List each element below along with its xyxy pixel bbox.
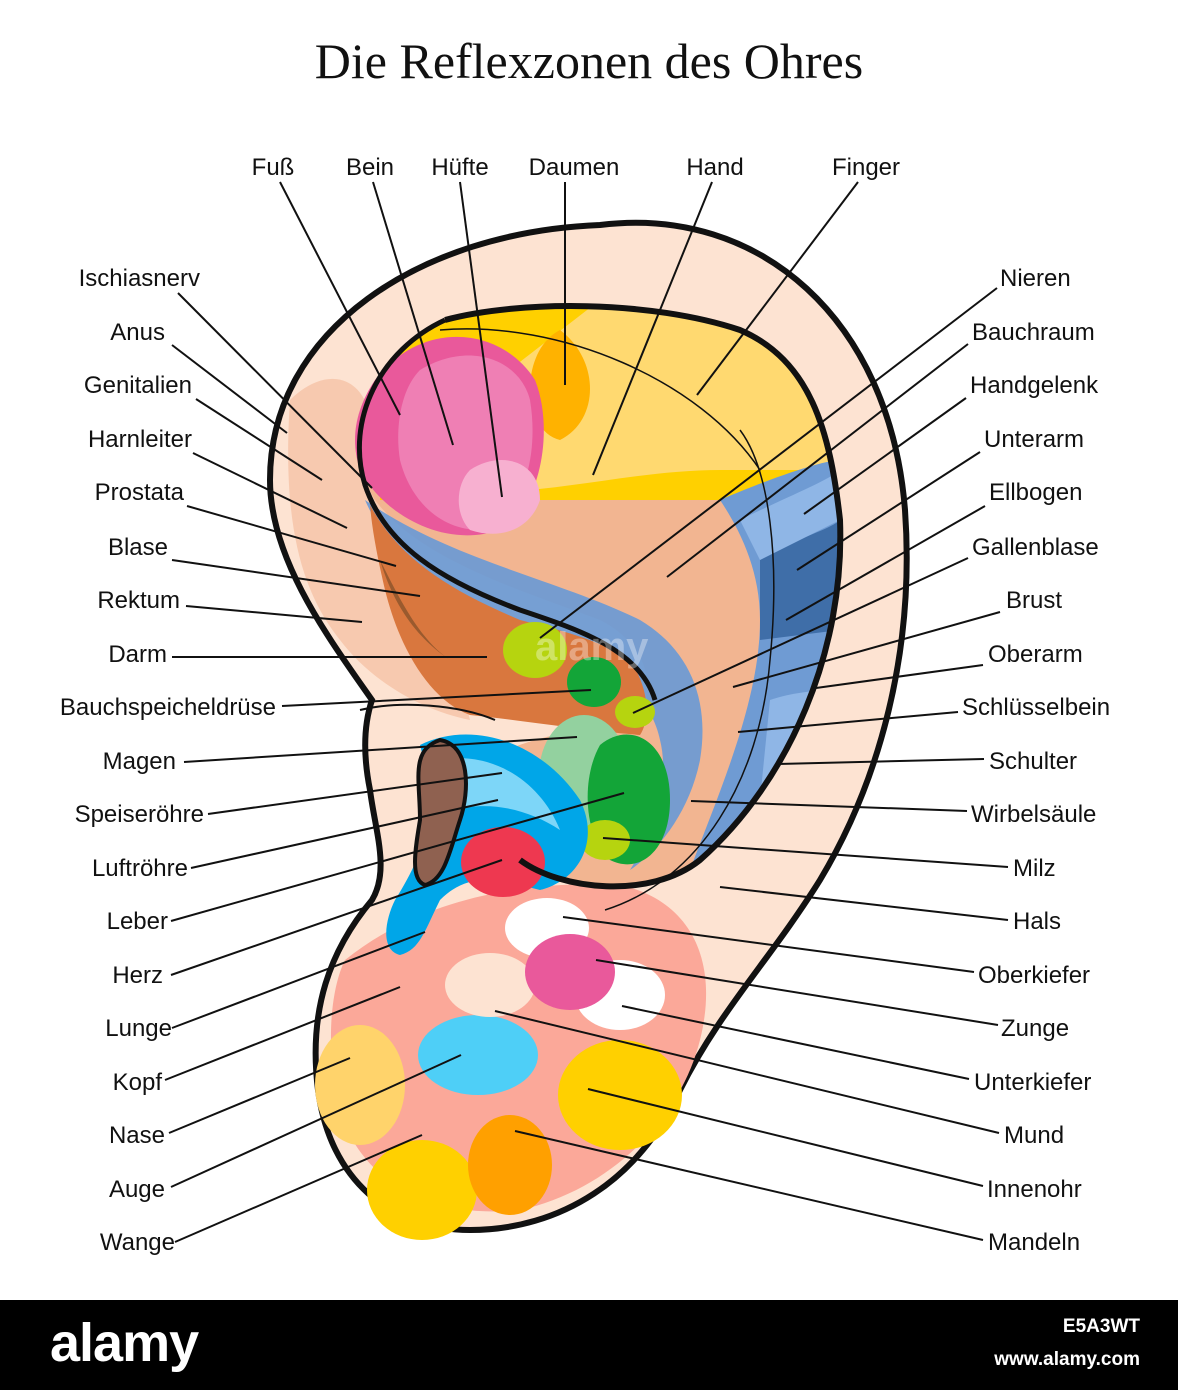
watermark: alamy	[535, 625, 649, 669]
label-ellbogen: Ellbogen	[989, 479, 1082, 506]
leader-lines	[164, 181, 1009, 1243]
label-fuss: Fuß	[252, 154, 295, 181]
label-wange: Wange	[100, 1229, 175, 1256]
label-anus: Anus	[110, 319, 165, 346]
credit-url[interactable]: www.alamy.com	[994, 1349, 1140, 1370]
label-finger: Finger	[832, 154, 900, 181]
label-genitalien: Genitalien	[84, 372, 192, 399]
label-mund: Mund	[1004, 1122, 1064, 1149]
label-brust: Brust	[1006, 587, 1062, 614]
page-title: Die Reflexzonen des Ohres	[315, 33, 863, 89]
label-kopf: Kopf	[113, 1069, 163, 1096]
label-blase: Blase	[108, 534, 168, 561]
label-gallenblase: Gallenblase	[972, 534, 1099, 561]
ear-diagram-svg: Die Reflexzonen des Ohres	[60, 33, 1110, 1256]
label-huefte: Hüfte	[431, 154, 488, 181]
antihelix-inner-line	[604, 429, 775, 911]
label-prostata: Prostata	[95, 479, 185, 506]
right-labels: Nieren Bauchraum Handgelenk Unterarm Ell…	[962, 265, 1110, 1256]
label-mandeln: Mandeln	[988, 1229, 1080, 1256]
label-harnleiter: Harnleiter	[88, 426, 192, 453]
label-bein: Bein	[346, 154, 394, 181]
label-zunge: Zunge	[1001, 1015, 1069, 1042]
label-herz: Herz	[112, 962, 163, 989]
label-auge: Auge	[109, 1176, 165, 1203]
label-oberkiefer: Oberkiefer	[978, 962, 1090, 989]
left-labels: Ischiasnerv Anus Genitalien Harnleiter P…	[60, 265, 276, 1256]
antihelix-outline	[444, 303, 844, 890]
image-id: E5A3WT	[1062, 1316, 1140, 1337]
label-lunge: Lunge	[105, 1015, 172, 1042]
label-hand: Hand	[686, 154, 743, 181]
label-innenohr: Innenohr	[987, 1176, 1082, 1203]
helix-inner-line	[439, 328, 761, 471]
label-luftroehre: Luftröhre	[92, 855, 188, 882]
label-schulter: Schulter	[989, 748, 1077, 775]
tragus-notch	[359, 703, 496, 721]
label-oberarm: Oberarm	[988, 641, 1083, 668]
label-darm: Darm	[108, 641, 167, 668]
label-rektum: Rektum	[97, 587, 180, 614]
label-nieren: Nieren	[1000, 265, 1071, 292]
label-schluesselbein: Schlüsselbein	[962, 694, 1110, 721]
lobe-zones	[315, 884, 707, 1240]
concha-inner-outline	[356, 317, 658, 701]
label-bauchraum: Bauchraum	[972, 319, 1095, 346]
label-milz: Milz	[1013, 855, 1056, 882]
label-leber: Leber	[107, 908, 168, 935]
label-hals: Hals	[1013, 908, 1061, 935]
label-ischiasnerv: Ischiasnerv	[79, 265, 200, 292]
label-unterkiefer: Unterkiefer	[974, 1069, 1091, 1096]
label-daumen: Daumen	[529, 154, 620, 181]
stock-footer-bar: alamy E5A3WT www.alamy.com	[0, 1300, 1178, 1390]
label-bauchspeicheldruese: Bauchspeicheldrüse	[60, 694, 276, 721]
label-speiseroehre: Speiseröhre	[75, 801, 204, 828]
top-labels: Fuß Bein Hüfte Daumen Hand Finger	[252, 154, 900, 181]
label-unterarm: Unterarm	[984, 426, 1084, 453]
alamy-logo[interactable]: alamy	[50, 1313, 199, 1373]
label-wirbelsaeule: Wirbelsäule	[971, 801, 1096, 828]
label-handgelenk: Handgelenk	[970, 372, 1099, 399]
label-magen: Magen	[103, 748, 176, 775]
label-nase: Nase	[109, 1122, 165, 1149]
